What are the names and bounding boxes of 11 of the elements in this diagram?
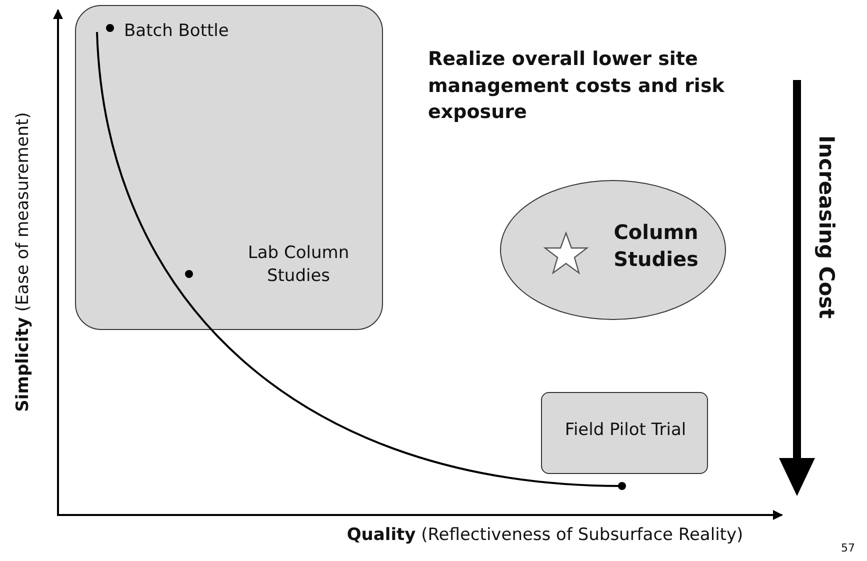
rounded-box [541,392,708,474]
box-label: Field Pilot Trial [564,419,688,442]
point-label: Batch Bottle [124,20,230,43]
axis-title: Simplicity (Ease of measurement) [12,112,34,412]
page-number: 57 [841,540,855,556]
axis-title: Increasing Cost [814,135,840,319]
axis-title: Quality (Reflectiveness of Subsurface Reality) [346,524,744,548]
note-text: Realize overall lower site management costs and risk exposure [428,47,726,126]
ellipse-label: Column Studies [612,219,700,273]
rounded-box [75,5,383,330]
point-label: Lab Column Studies [246,242,350,288]
